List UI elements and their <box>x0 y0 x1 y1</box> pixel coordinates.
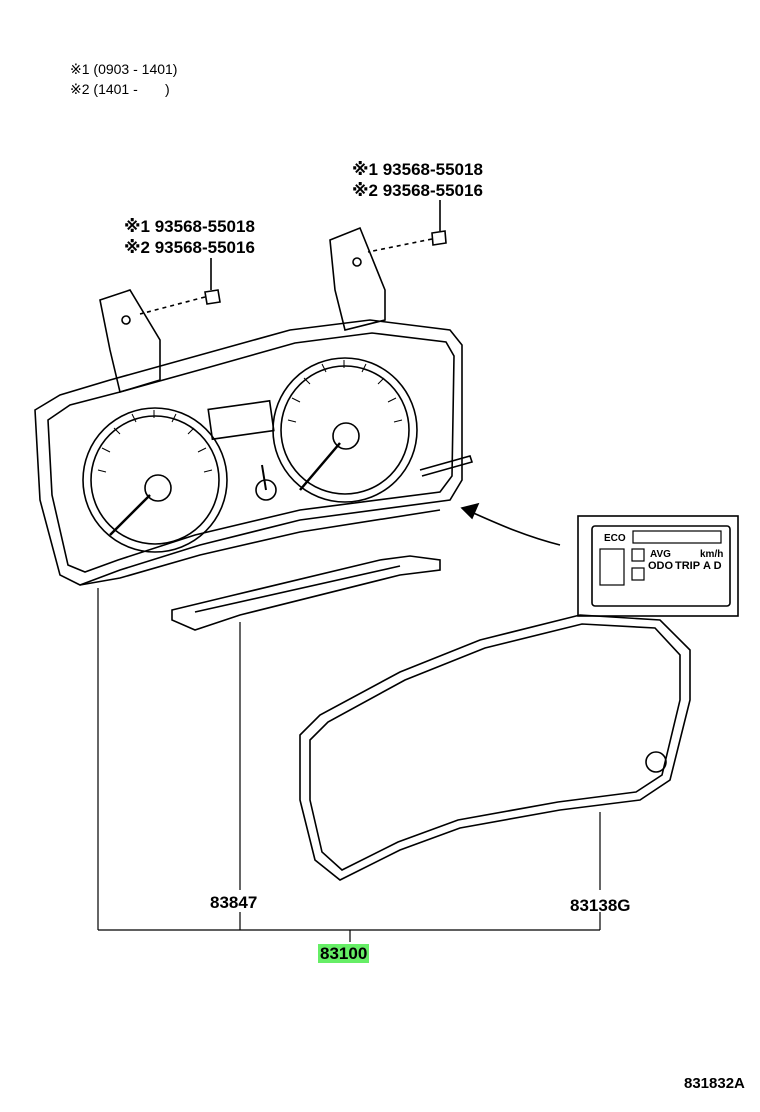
inset-trip-label: TRIP <box>675 560 701 572</box>
screw-left-part-1[interactable]: ※1 93568-55018 <box>124 217 255 236</box>
part-label-glass[interactable]: 83138G <box>570 896 631 915</box>
display-inset <box>577 515 739 617</box>
leader-lines <box>97 588 601 942</box>
arrow-icon <box>460 502 561 546</box>
part-label-plate[interactable]: 83847 <box>210 893 258 912</box>
inset-avg-label: AVG <box>650 549 671 560</box>
diagram-reference: 831832A <box>684 1075 745 1092</box>
applicability-note-1: ※1 (0903 - 1401) <box>70 61 178 77</box>
screw-left-icon <box>139 258 221 315</box>
screw-right-part-1[interactable]: ※1 93568-55018 <box>352 160 483 179</box>
inset-odo-label: ODO <box>648 560 674 572</box>
part-label-assembly[interactable]: 83100 <box>318 944 370 964</box>
combination-meter-housing <box>34 226 474 586</box>
screw-left-part-2[interactable]: ※2 93568-55016 <box>124 238 255 257</box>
inset-unit-label: km/h <box>700 549 724 560</box>
plate-83847 <box>171 555 441 631</box>
screw-right-icon <box>367 200 447 253</box>
applicability-note-2: ※2 (1401 - ) <box>70 81 170 97</box>
screw-right-part-2[interactable]: ※2 93568-55016 <box>352 181 483 200</box>
inset-ad-label: A D <box>703 560 722 572</box>
inset-eco-label: ECO <box>604 533 626 544</box>
glass-83138G <box>299 614 691 881</box>
assembly-highlight: 83100 <box>318 944 370 963</box>
